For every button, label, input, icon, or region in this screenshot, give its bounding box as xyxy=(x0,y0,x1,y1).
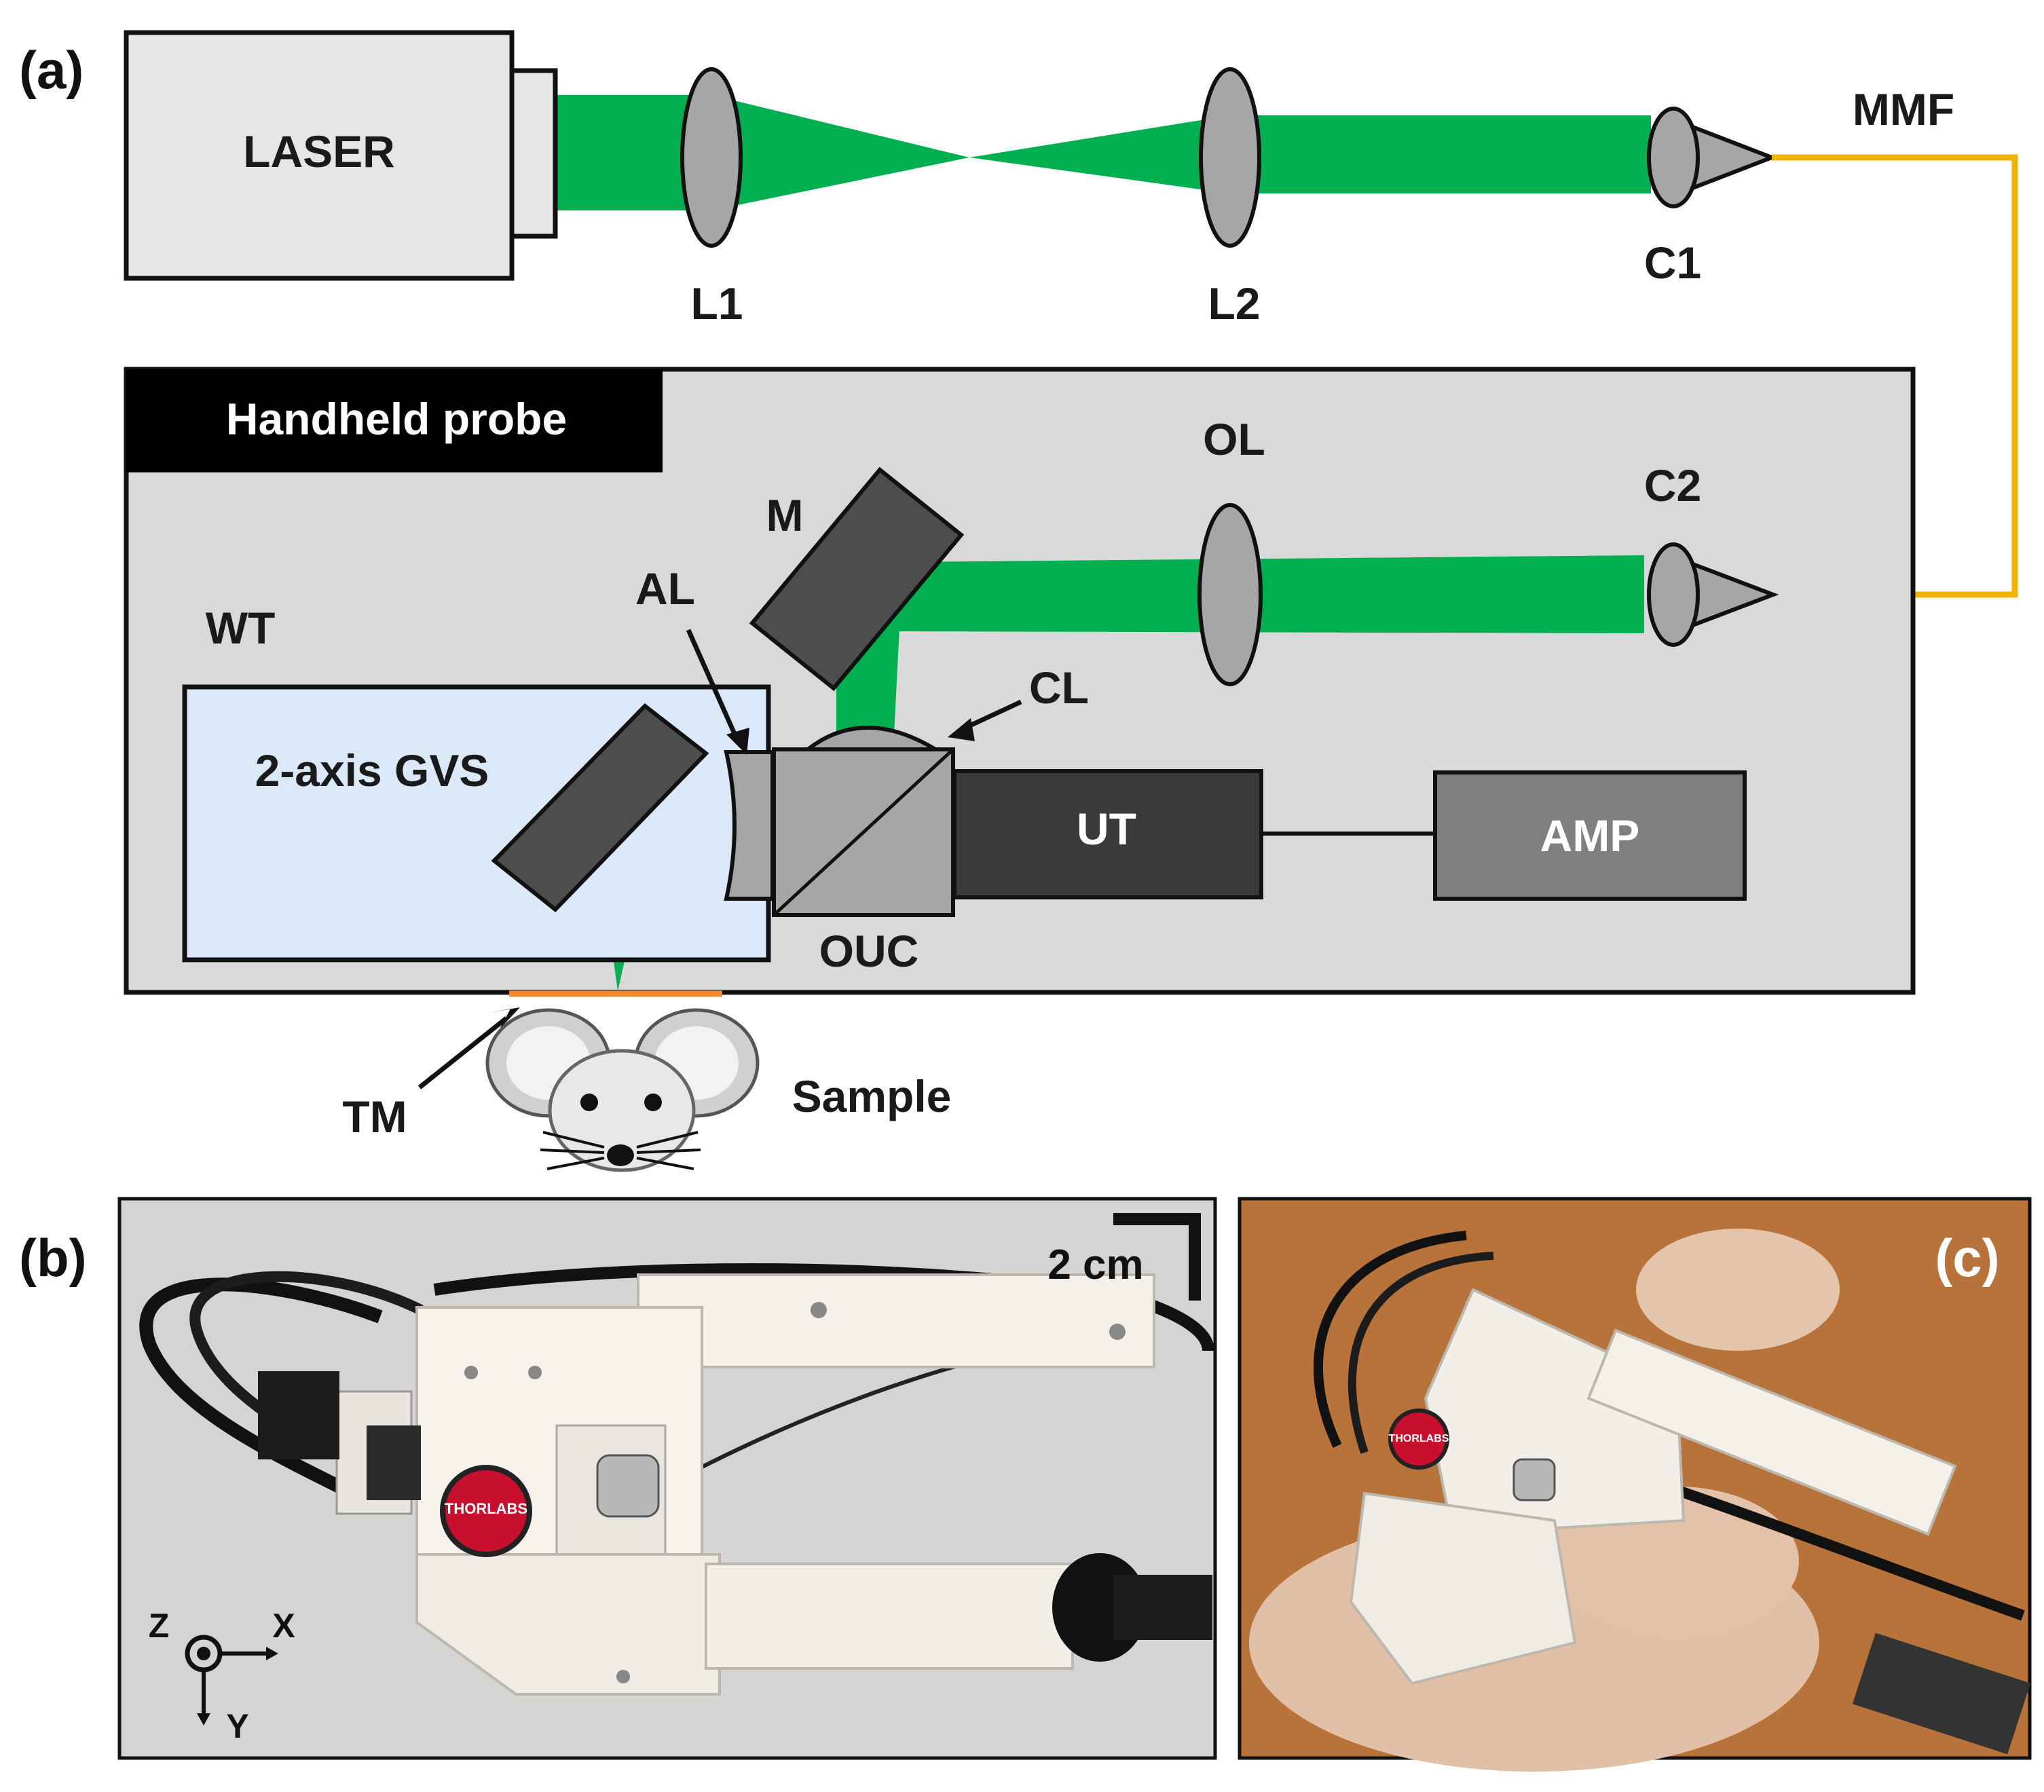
fiber-mmf-label: MMF xyxy=(1853,84,1954,134)
photo-b: THORLABS 2 cm Z X Y xyxy=(117,1197,1217,1760)
panel-label-a: (a) xyxy=(19,40,83,100)
photo-b-brand: THORLABS xyxy=(445,1500,527,1517)
panel-label-b: (b) xyxy=(19,1228,87,1288)
acoustic-lens-arrow xyxy=(686,629,740,741)
cylindrical-lens xyxy=(802,726,943,751)
gvs-box xyxy=(182,684,771,963)
laser-label: LASER xyxy=(243,126,395,176)
coupler-c1-label: C1 xyxy=(1644,238,1701,288)
membrane-arrowhead xyxy=(489,1007,520,1029)
beam-laser-to-l1 xyxy=(555,95,711,210)
lens-ol xyxy=(1197,503,1263,686)
probe-header-label: Handheld probe xyxy=(226,394,567,444)
panel-c: THORLABS (c) xyxy=(1238,1197,2032,1772)
gvs-label: 2-axis GVS xyxy=(255,745,489,796)
beam-l2-to-c1 xyxy=(1230,115,1651,193)
acoustic-lens xyxy=(724,750,775,901)
coupler-c2-label: C2 xyxy=(1644,460,1701,510)
acoustic-lens-arrowhead xyxy=(726,728,749,755)
coupler-c2 xyxy=(1647,542,1700,647)
lens-l1 xyxy=(680,67,743,248)
scale-bar-icon xyxy=(1113,1213,1201,1301)
gvs-mirror xyxy=(491,703,709,913)
cylindrical-lens-label: CL xyxy=(1029,662,1089,713)
amp-label: AMP xyxy=(1540,810,1640,861)
photo-c: THORLABS xyxy=(1238,1197,2032,1772)
axes-icon xyxy=(185,1635,278,1725)
panel-a: (a) LASER L1 L2 C1 MMF Handheld probe xyxy=(19,30,2018,1172)
acoustic-lens-label: AL xyxy=(635,563,695,614)
ut-label: UT xyxy=(1077,804,1136,854)
panel-b: (b) THORLABS xyxy=(19,1197,1217,1760)
cylindrical-lens-arrow xyxy=(961,699,1022,732)
lens-l2 xyxy=(1199,67,1261,248)
ut-box xyxy=(952,769,1263,899)
probe-header xyxy=(126,369,663,472)
ouc-diagonal xyxy=(773,748,954,916)
lens-ol-label: OL xyxy=(1203,414,1265,464)
ouc-label: OUC xyxy=(819,926,919,976)
lens-l1-label: L1 xyxy=(690,278,743,329)
mirror-m-label: M xyxy=(766,490,804,540)
photo-c-brand: THORLABS xyxy=(1389,1433,1449,1444)
membrane-arrow xyxy=(417,1016,508,1089)
mouse-sample-icon xyxy=(485,1008,760,1172)
beam-c2-to-m xyxy=(891,555,1644,633)
panel-label-c: (c) xyxy=(1935,1228,1999,1288)
membrane-label: TM xyxy=(342,1091,407,1142)
coupler-c1 xyxy=(1647,107,1700,208)
beam-focus-to-l2 xyxy=(969,115,1230,193)
lens-l2-label: L2 xyxy=(1208,278,1260,329)
water-tank-label: WT xyxy=(206,603,276,653)
scale-bar-label: 2 cm xyxy=(1047,1242,1143,1288)
sample-label: Sample xyxy=(792,1071,952,1121)
axis-x-label: X xyxy=(272,1607,295,1645)
amp-box xyxy=(1433,770,1747,901)
cylindrical-lens-arrowhead xyxy=(948,718,975,741)
axis-z-label: Z xyxy=(149,1607,170,1645)
axis-y-label: Y xyxy=(226,1707,248,1745)
beam-l1-to-focus xyxy=(711,95,969,210)
mirror-m xyxy=(749,466,965,692)
laser-aperture xyxy=(509,68,558,239)
